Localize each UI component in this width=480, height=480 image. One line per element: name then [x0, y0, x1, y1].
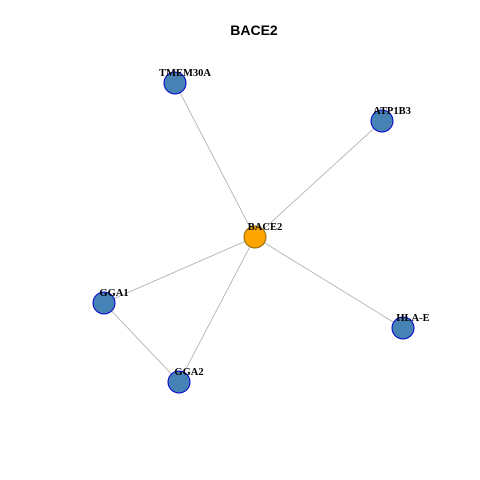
edges-layer: [103, 82, 404, 383]
node-label: BACE2: [248, 222, 282, 233]
node-atp1b3: ATP1B3: [370, 106, 411, 133]
node-circle: [92, 291, 116, 315]
node-bace2: BACE2: [243, 222, 282, 249]
node-gga2: GGA2: [167, 367, 204, 394]
edge-bace2-hla-e: [254, 236, 404, 329]
node-circle: [163, 71, 187, 95]
node-label: HLA-E: [396, 313, 429, 324]
node-circle: [370, 109, 394, 133]
node-label: GGA1: [99, 288, 128, 299]
node-hla-e: HLA-E: [391, 313, 430, 340]
node-circle: [167, 370, 191, 394]
edge-bace2-gga1: [103, 236, 256, 304]
node-label: GGA2: [174, 367, 203, 378]
edge-bace2-gga2: [178, 236, 256, 383]
edge-gga1-gga2: [103, 302, 180, 383]
node-circle: [391, 316, 415, 340]
edge-bace2-tmem30a: [174, 82, 256, 238]
edge-bace2-atp1b3: [254, 120, 383, 238]
node-gga1: GGA1: [92, 288, 129, 315]
diagram-title: BACE2: [230, 22, 278, 38]
node-label: ATP1B3: [373, 106, 411, 117]
node-tmem30a: TMEM30A: [159, 68, 211, 95]
node-label: TMEM30A: [159, 68, 211, 79]
node-circle: [243, 225, 267, 249]
